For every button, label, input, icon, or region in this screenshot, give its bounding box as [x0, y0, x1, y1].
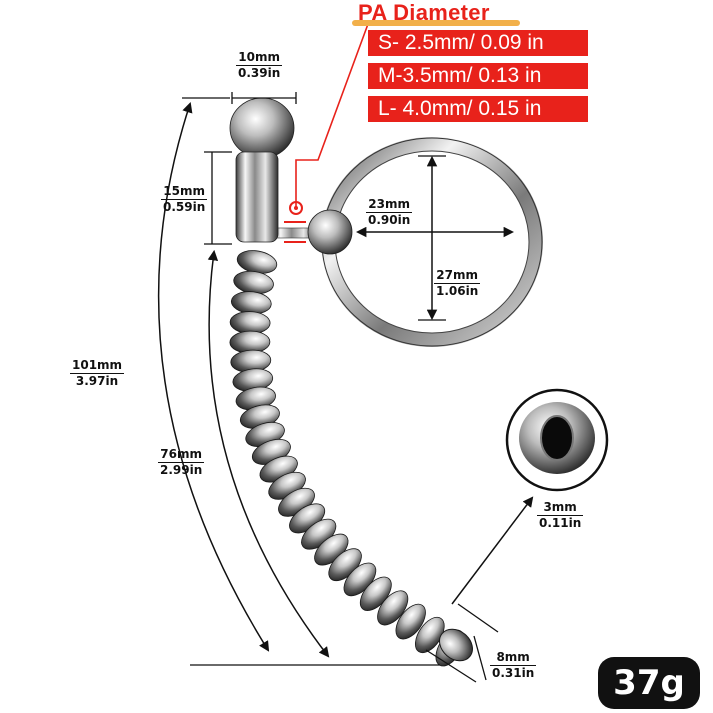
shaft-bead — [414, 616, 445, 654]
cap-height-label: 15mm 0.59in — [161, 184, 208, 215]
pa-pointer-line — [295, 23, 369, 208]
ring-height-mm: 27mm — [434, 268, 481, 284]
head-width-in: 0.39in — [238, 66, 281, 80]
shaft-tip — [439, 628, 473, 662]
total-length-mm: 101mm — [70, 358, 125, 374]
size-option-m: M-3.5mm/ 0.13 in — [368, 63, 588, 89]
title-underline — [352, 20, 520, 26]
pa-pointer-dot — [289, 201, 303, 215]
head-width-label: 10mm 0.39in — [236, 50, 283, 81]
ring-width-mm: 23mm — [366, 197, 413, 213]
beaded-length-label: 76mm 2.99in — [158, 447, 205, 478]
beaded-length-in: 2.99in — [160, 463, 203, 477]
head-width-mm: 10mm — [236, 50, 283, 66]
cap-cylinder — [235, 151, 279, 243]
ring-height-in: 1.06in — [436, 284, 479, 298]
hole-diameter-mm: 3mm — [537, 500, 584, 516]
shaft-bead — [395, 603, 426, 640]
size-option-s: S- 2.5mm/ 0.09 in — [368, 30, 588, 56]
ring-width-label: 23mm 0.90in — [366, 197, 413, 228]
head-ball — [229, 97, 295, 159]
ring-height-label: 27mm 1.06in — [434, 268, 481, 299]
weight-badge: 37g — [598, 657, 700, 709]
total-length-in: 3.97in — [75, 374, 119, 388]
hole-opening — [540, 415, 574, 461]
cap-height-mm: 15mm — [161, 184, 208, 200]
hole-diameter-in: 0.11in — [539, 516, 582, 530]
total-length-label: 101mm 3.97in — [70, 358, 125, 389]
tip-diameter-mm: 8mm — [490, 650, 537, 666]
hole-diameter-label: 3mm 0.11in — [537, 500, 584, 531]
beaded-length-mm: 76mm — [158, 447, 205, 463]
ring-width-in: 0.90in — [368, 213, 411, 227]
size-option-l: L- 4.0mm/ 0.15 in — [368, 96, 588, 122]
ring-ball — [307, 209, 353, 255]
shaft-bead — [377, 590, 409, 626]
pa-diameter-title: PA Diameter — [358, 0, 490, 25]
tip-diameter-in: 0.31in — [492, 666, 535, 680]
cap-height-in: 0.59in — [163, 200, 206, 214]
tip-diameter-label: 8mm 0.31in — [490, 650, 537, 681]
